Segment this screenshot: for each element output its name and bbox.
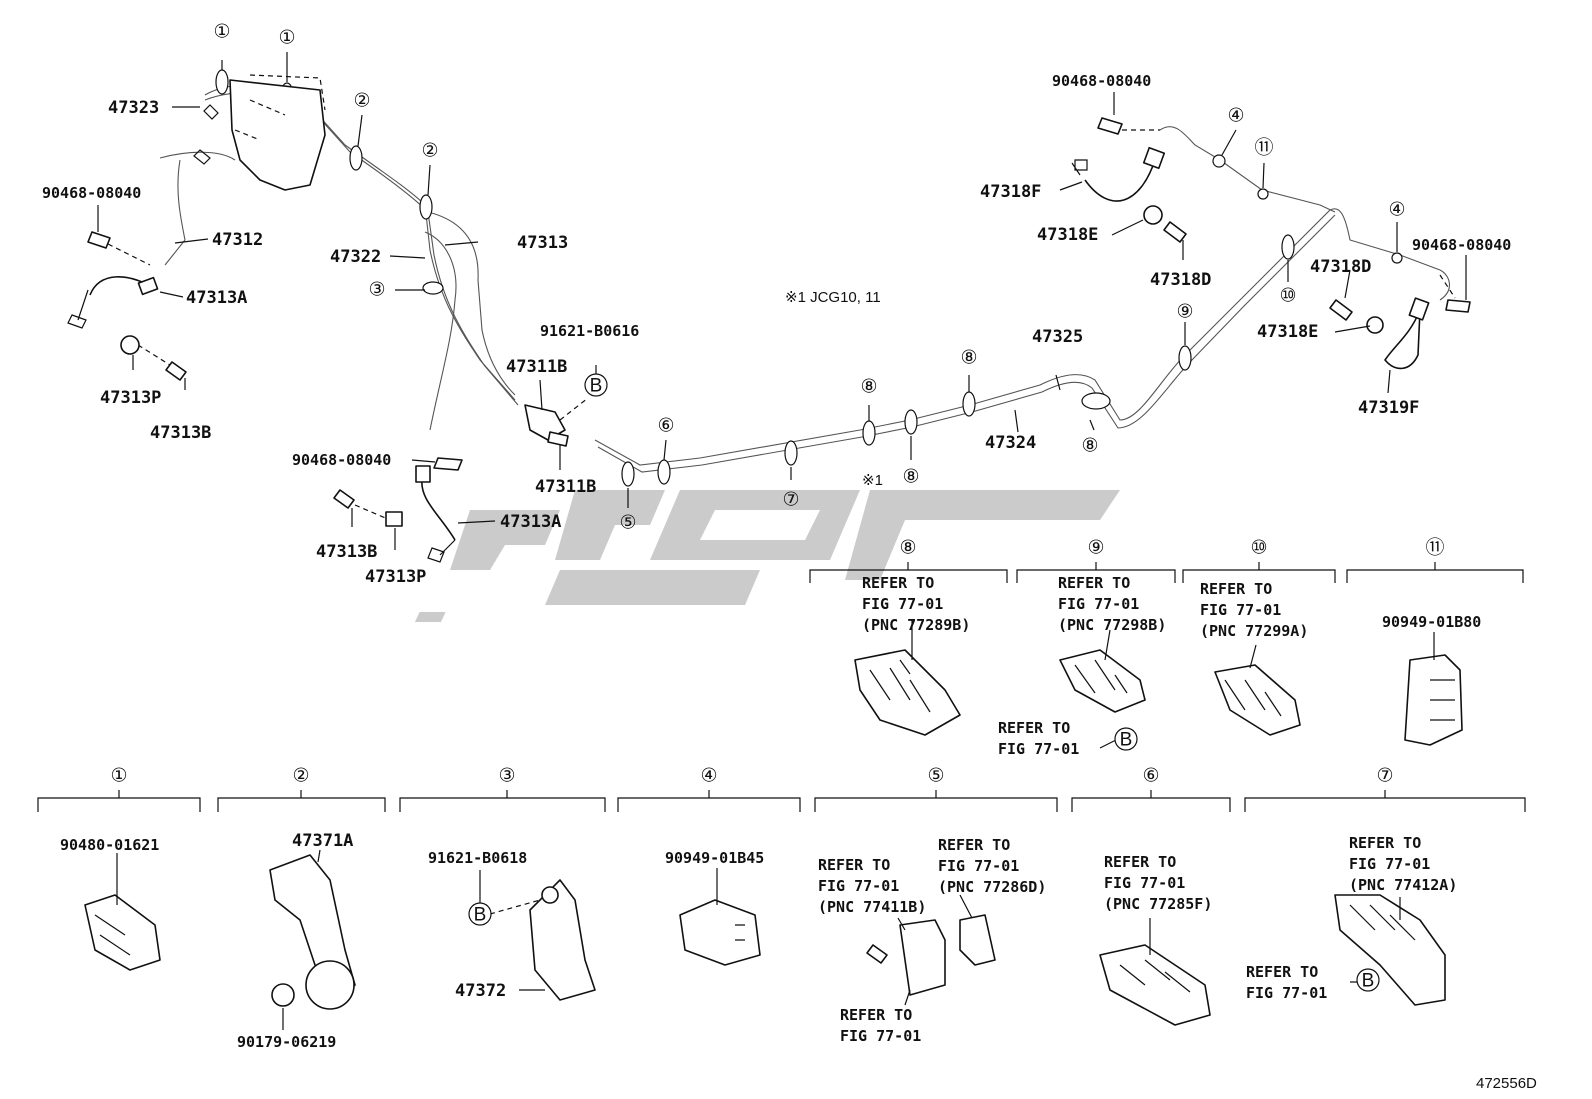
refer-note-5a: REFER TO FIG 77-01 (PNC 77411B) [818, 856, 926, 916]
label-47313B-b: 47313B [316, 542, 377, 562]
marker-8-a: ⑧ [860, 377, 877, 398]
diagram-code: 472556D [1476, 1075, 1537, 1092]
marker-4-a: ④ [1227, 106, 1244, 127]
bracket-47311B [524, 397, 589, 447]
b-markers: B B B B [468, 373, 1380, 992]
refer-note-7b: REFER TO FIG 77-01 [1246, 963, 1327, 1002]
refer-note-6: REFER TO FIG 77-01 (PNC 77285F) [1104, 853, 1212, 913]
note-jcg10-11: ※1 JCG10, 11 [785, 289, 881, 306]
label-47313P-a: 47313P [100, 388, 161, 408]
refer-note-10: REFER TO FIG 77-01 (PNC 77299A) [1200, 580, 1308, 640]
note-star-1: ※1 [862, 472, 883, 489]
rear-left-hose [1329, 274, 1471, 370]
marker-7-detail: ⑦ [1376, 766, 1393, 787]
refer-note-9: REFER TO FIG 77-01 (PNC 77298B) [1058, 574, 1166, 634]
marker-3: ③ [368, 280, 385, 301]
marker-3-detail: ③ [498, 766, 515, 787]
label-47318E-b: 47318E [1257, 322, 1318, 342]
marker-5: ⑤ [619, 513, 636, 534]
label-47318F: 47318F [980, 182, 1041, 202]
detail-parts [84, 649, 1463, 1026]
rear-right-hose [1071, 117, 1187, 243]
label-47312: 47312 [212, 230, 263, 250]
label-47372: 47372 [455, 981, 506, 1001]
marker-6-detail: ⑥ [1142, 766, 1159, 787]
marker-4-b: ④ [1388, 200, 1405, 221]
label-47313A-b: 47313A [500, 512, 561, 532]
label-47371A: 47371A [292, 831, 353, 851]
marker-B-a: B [590, 376, 603, 397]
label-47311B-a: 47311B [506, 357, 567, 377]
refer-note-7: REFER TO FIG 77-01 (PNC 77412A) [1349, 834, 1457, 894]
label-47325: 47325 [1032, 327, 1083, 347]
marker-B-d: B [1362, 971, 1375, 992]
label-90468-08040-a: 90468-08040 [42, 184, 141, 202]
label-90949-01B45: 90949-01B45 [665, 849, 764, 867]
marker-9-detail: ⑨ [1087, 538, 1104, 559]
callout-markers: ① ① ② ② ③ ④ ④ ⑤ ⑥ ⑦ ⑧ ⑧ ⑧ ⑧ ⑨ ⑩ ⑪ ⑧ ⑨ ⑩ … [110, 22, 1444, 787]
label-47311B-b: 47311B [535, 477, 596, 497]
label-47318D-a: 47318D [1150, 270, 1211, 290]
label-90179-06219: 90179-06219 [237, 1033, 336, 1051]
label-47322: 47322 [330, 247, 381, 267]
marker-1-a: ① [213, 22, 230, 43]
brake-actuator [193, 74, 326, 191]
refer-note-8: REFER TO FIG 77-01 (PNC 77289B) [862, 574, 970, 634]
marker-2-b: ② [421, 141, 438, 162]
refer-note-5c: REFER TO FIG 77-01 [840, 1006, 921, 1045]
marker-7: ⑦ [782, 490, 799, 511]
marker-9: ⑨ [1176, 302, 1193, 323]
label-47318D-b: 47318D [1310, 257, 1371, 277]
label-47318E-a: 47318E [1037, 225, 1098, 245]
marker-10: ⑩ [1279, 286, 1296, 307]
label-47313: 47313 [517, 233, 568, 253]
refer-note-9b: REFER TO FIG 77-01 [998, 719, 1079, 758]
detail-bracket-lines [37, 562, 1526, 812]
label-47313P-b: 47313P [365, 567, 426, 587]
refer-notes: REFER TO FIG 77-01 (PNC 77289B) REFER TO… [818, 574, 1457, 1045]
label-90468-08040-c: 90468-08040 [1052, 72, 1151, 90]
marker-2-a: ② [353, 91, 370, 112]
marker-8-d: ⑧ [1081, 436, 1098, 457]
marker-6: ⑥ [657, 416, 674, 437]
leader-lines [97, 52, 1467, 1030]
marker-8-detail: ⑧ [899, 538, 916, 559]
label-91621-B0618: 91621-B0618 [428, 849, 527, 867]
label-90468-08040-b: 90468-08040 [292, 451, 391, 469]
marker-5-detail: ⑤ [927, 766, 944, 787]
watermark-logo [414, 490, 1120, 622]
label-90949-01B80: 90949-01B80 [1382, 613, 1481, 631]
label-47313A-a: 47313A [186, 288, 247, 308]
front-right-hose [333, 457, 463, 563]
marker-8-c: ⑧ [960, 348, 977, 369]
label-47319F: 47319F [1358, 398, 1419, 418]
label-91621-B0616: 91621-B0616 [540, 322, 639, 340]
marker-1-detail: ① [110, 766, 127, 787]
refer-note-5b: REFER TO FIG 77-01 (PNC 77286D) [938, 836, 1046, 896]
label-47324: 47324 [985, 433, 1036, 453]
marker-8-b: ⑧ [902, 467, 919, 488]
marker-B-b: B [1120, 730, 1133, 751]
label-90480-01621: 90480-01621 [60, 836, 159, 854]
marker-11-detail: ⑪ [1425, 537, 1444, 559]
marker-4-detail: ④ [700, 766, 717, 787]
label-47313B-a: 47313B [150, 423, 211, 443]
label-90468-08040-d: 90468-08040 [1412, 236, 1511, 254]
part-labels: 47323 90468-08040 47312 47313A 47313P 47… [42, 72, 1537, 1092]
marker-1-b: ① [278, 28, 295, 49]
marker-B-c: B [474, 905, 487, 926]
marker-2-detail: ② [292, 766, 309, 787]
label-47323: 47323 [108, 98, 159, 118]
pipe-clips [215, 69, 1403, 487]
front-left-hose [67, 231, 187, 381]
marker-11: ⑪ [1254, 137, 1273, 159]
marker-10-detail: ⑩ [1250, 538, 1267, 559]
